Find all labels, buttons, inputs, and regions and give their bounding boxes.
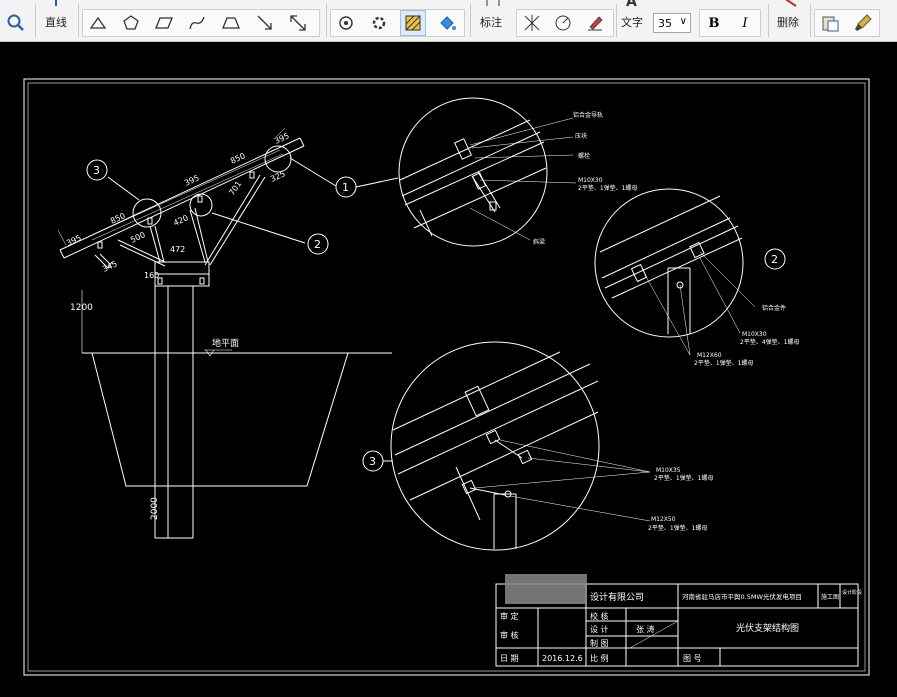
- leader-3: [107, 176, 140, 201]
- delete-icon: [785, 0, 797, 7]
- detail3-note-spec1: M10X35: [656, 467, 681, 474]
- detail2-note-part: 铝合金件: [762, 304, 786, 312]
- callout-circle-3a: [86, 159, 108, 181]
- dim-345: 345: [101, 259, 119, 274]
- tb-row0-mid-label: 校 核: [590, 611, 609, 621]
- detail-3: [390, 341, 651, 551]
- detail2-note-spec3: M12X60: [697, 352, 722, 359]
- detail1-note-beam: 斜梁: [533, 238, 545, 246]
- line-tool[interactable]: 直线: [42, 0, 72, 40]
- detail1-note-bolt: 螺栓: [578, 152, 590, 160]
- text-tool-label: 文字: [621, 16, 643, 29]
- fill-bucket-icon[interactable]: [434, 10, 460, 36]
- bold-button[interactable]: B: [708, 15, 720, 31]
- delete-label: 删除: [777, 16, 799, 29]
- gear-icon[interactable]: [366, 10, 392, 36]
- annotate-label: 标注: [480, 16, 502, 29]
- tb-row1-left-label: 审 核: [500, 630, 519, 640]
- text-tool[interactable]: A 文字: [618, 0, 648, 40]
- detail1-note-clamp: 压块: [575, 132, 587, 140]
- tb-stage: 施工图: [821, 593, 839, 601]
- detail1-note-spec2: 2平垫、1弹垫、1螺母: [578, 184, 637, 192]
- dim-2000: 2000: [150, 497, 160, 520]
- double-arrow-icon[interactable]: [285, 10, 311, 36]
- leader-pen-icon[interactable]: [582, 10, 608, 36]
- tb-row3-left-value: 2016.12.6: [542, 654, 583, 663]
- callout-circle-2a: [307, 233, 329, 255]
- callout-label-2a: 2: [314, 238, 321, 251]
- callout-label-2b: 2: [771, 253, 778, 266]
- dim-1200: 1200: [70, 303, 93, 313]
- angle-dimension-icon[interactable]: [519, 10, 545, 36]
- radius-dimension-icon[interactable]: [550, 10, 576, 36]
- tb-design-stage-label: 设计阶段: [842, 589, 862, 596]
- hatch-icon[interactable]: [400, 10, 426, 36]
- detail1-note-rail: 铝合金导轨: [573, 111, 603, 119]
- curve-icon[interactable]: [184, 10, 210, 36]
- paste-icon[interactable]: [817, 10, 843, 36]
- company-logo-blur: [505, 574, 587, 604]
- detail3-note-spec4: 2平垫、1弹垫、1螺母: [648, 524, 707, 532]
- tb-project: 河南省驻马店市平舆0.5MW光伏发电项目: [682, 592, 802, 601]
- tb-row3-mid-label: 比 例: [590, 653, 609, 663]
- leader-2: [211, 212, 306, 244]
- tb-company: 设计有限公司: [590, 591, 644, 603]
- dim-500: 500: [129, 230, 147, 245]
- callout-label-3b: 3: [369, 455, 376, 468]
- dim-160: 160: [144, 271, 159, 280]
- arrow-icon[interactable]: [252, 10, 278, 36]
- triangle-icon[interactable]: [85, 10, 111, 36]
- detail2-note-spec1: M10X30: [742, 331, 767, 338]
- tb-row3-left-label: 日 期: [500, 654, 519, 663]
- tb-row2-mid-label: 制 图: [590, 638, 609, 648]
- trapezoid-icon[interactable]: [218, 10, 244, 36]
- text-tool-icon: A: [626, 0, 637, 10]
- format-brush-icon[interactable]: [850, 10, 876, 36]
- sheet-inner-border: [27, 82, 866, 672]
- chevron-down-icon: ∨: [679, 16, 687, 27]
- dim-395-left: 395: [65, 233, 83, 248]
- callout-circle-2b: [764, 248, 786, 270]
- tb-row1-mid-value: 张 涛: [636, 624, 655, 634]
- callout-label-1: 1: [342, 181, 349, 194]
- main-elevation: [57, 127, 392, 539]
- tb-drawing-title: 光伏支架结构图: [736, 622, 799, 634]
- detail-1: [398, 97, 577, 247]
- dimension-icon: [486, 0, 500, 6]
- dim-701: 701: [227, 179, 243, 197]
- font-size-select[interactable]: 35 ∨: [653, 13, 691, 33]
- italic-button[interactable]: I: [742, 15, 748, 31]
- delete-tool[interactable]: 删除: [774, 0, 806, 40]
- dim-325: 325: [269, 169, 287, 184]
- detail3-note-spec3: M12X50: [651, 516, 676, 523]
- dim-420: 420: [172, 213, 190, 228]
- tb-drawing-no-label: 图 号: [683, 654, 702, 663]
- dim-472: 472: [170, 245, 185, 254]
- zoom-icon[interactable]: [3, 10, 29, 36]
- line-tool-label: 直线: [45, 16, 67, 29]
- sheet-outer-border: [23, 78, 870, 676]
- line-icon: [55, 0, 57, 6]
- font-style-group: [699, 9, 761, 37]
- ground-label: 地平面: [212, 337, 239, 349]
- drawing-canvas[interactable]: 3 2 1 2 3 395 850 395 325 850 701 395 42…: [0, 42, 897, 697]
- tb-row0-left-label: 审 定: [500, 611, 519, 621]
- tb-row1-mid-label: 设 计: [590, 624, 609, 634]
- annotate-tool[interactable]: 标注: [476, 0, 510, 40]
- parallelogram-icon[interactable]: [151, 10, 177, 36]
- detail2-note-spec4: 2平垫、1弹垫、1螺母: [694, 359, 753, 367]
- callout-label-3a: 3: [93, 164, 100, 177]
- title-block: [495, 583, 859, 667]
- leader-detail-1: [355, 177, 399, 188]
- detail2-note-spec2: 2平垫、4弹垫、1螺母: [740, 338, 799, 346]
- toolbar: 直线 标注 A 文字 35 ∨ B I 删除: [0, 0, 897, 42]
- pentagon-icon[interactable]: [118, 10, 144, 36]
- leader-1: [289, 157, 337, 187]
- detail-2: [594, 188, 756, 356]
- detail3-note-spec2: 2平垫、1弹垫、1螺母: [654, 474, 713, 482]
- detail1-note-spec1: M10X30: [578, 177, 603, 184]
- circle-gear-icon[interactable]: [333, 10, 359, 36]
- font-size-value: 35: [658, 17, 672, 30]
